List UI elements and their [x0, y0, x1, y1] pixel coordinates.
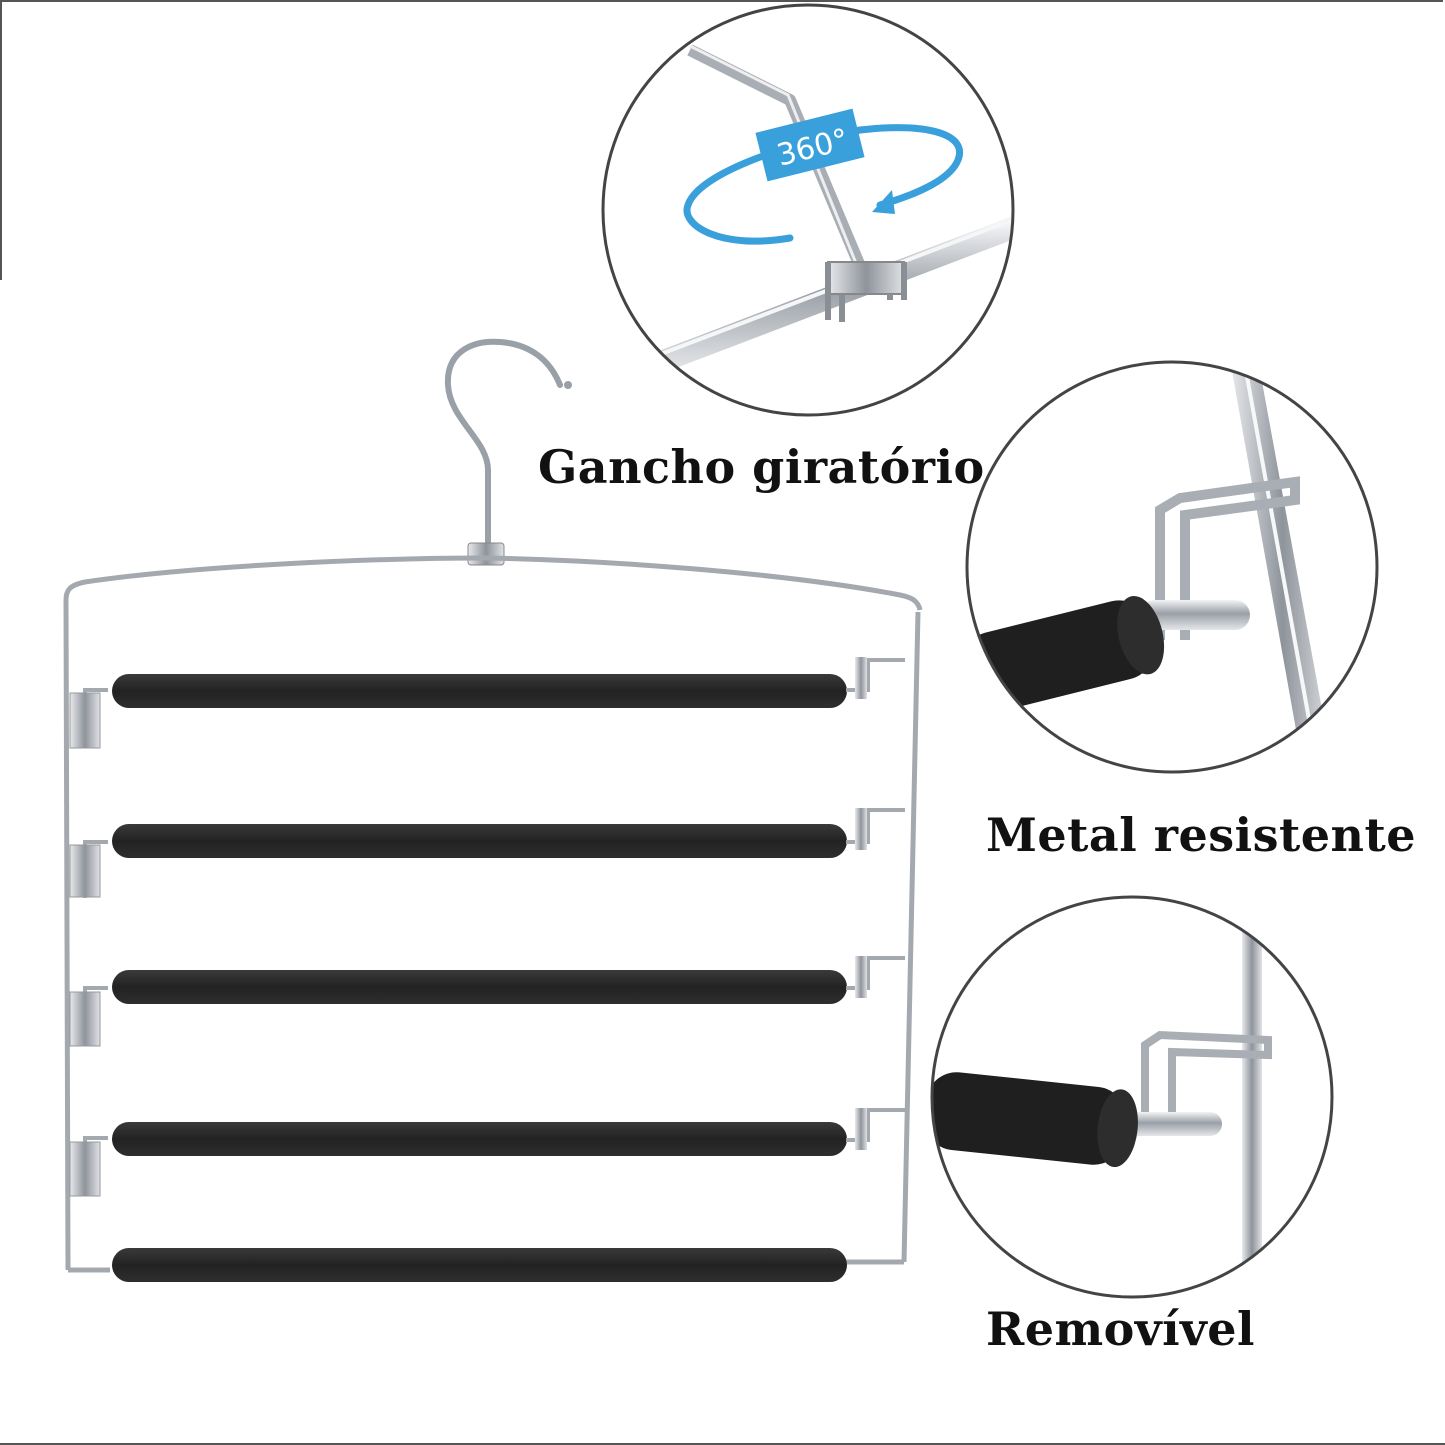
detail-removable-circle	[930, 895, 1334, 1299]
frame-edge-left	[0, 0, 2, 280]
frame-edge-bottom	[0, 1443, 1445, 1445]
hanger-bar-2	[69, 808, 905, 898]
hanger-bar-1	[69, 657, 905, 749]
caption-removable: Removível	[986, 1302, 1256, 1356]
hanger-bars	[69, 657, 905, 1282]
hanger-bar-4	[69, 1108, 905, 1197]
caption-swivel-hook: Gancho giratório	[538, 440, 985, 494]
hanger-hook	[444, 338, 563, 548]
caption-strong-metal: Metal resistente	[986, 808, 1416, 862]
detail-metal-circle	[965, 360, 1379, 774]
detail-swivel-circle	[601, 3, 1015, 417]
hanger-bar-3	[69, 956, 905, 1047]
hanger	[63, 338, 923, 1273]
hanger-top-bar	[63, 555, 923, 611]
hanger-bar-5	[112, 1248, 847, 1282]
